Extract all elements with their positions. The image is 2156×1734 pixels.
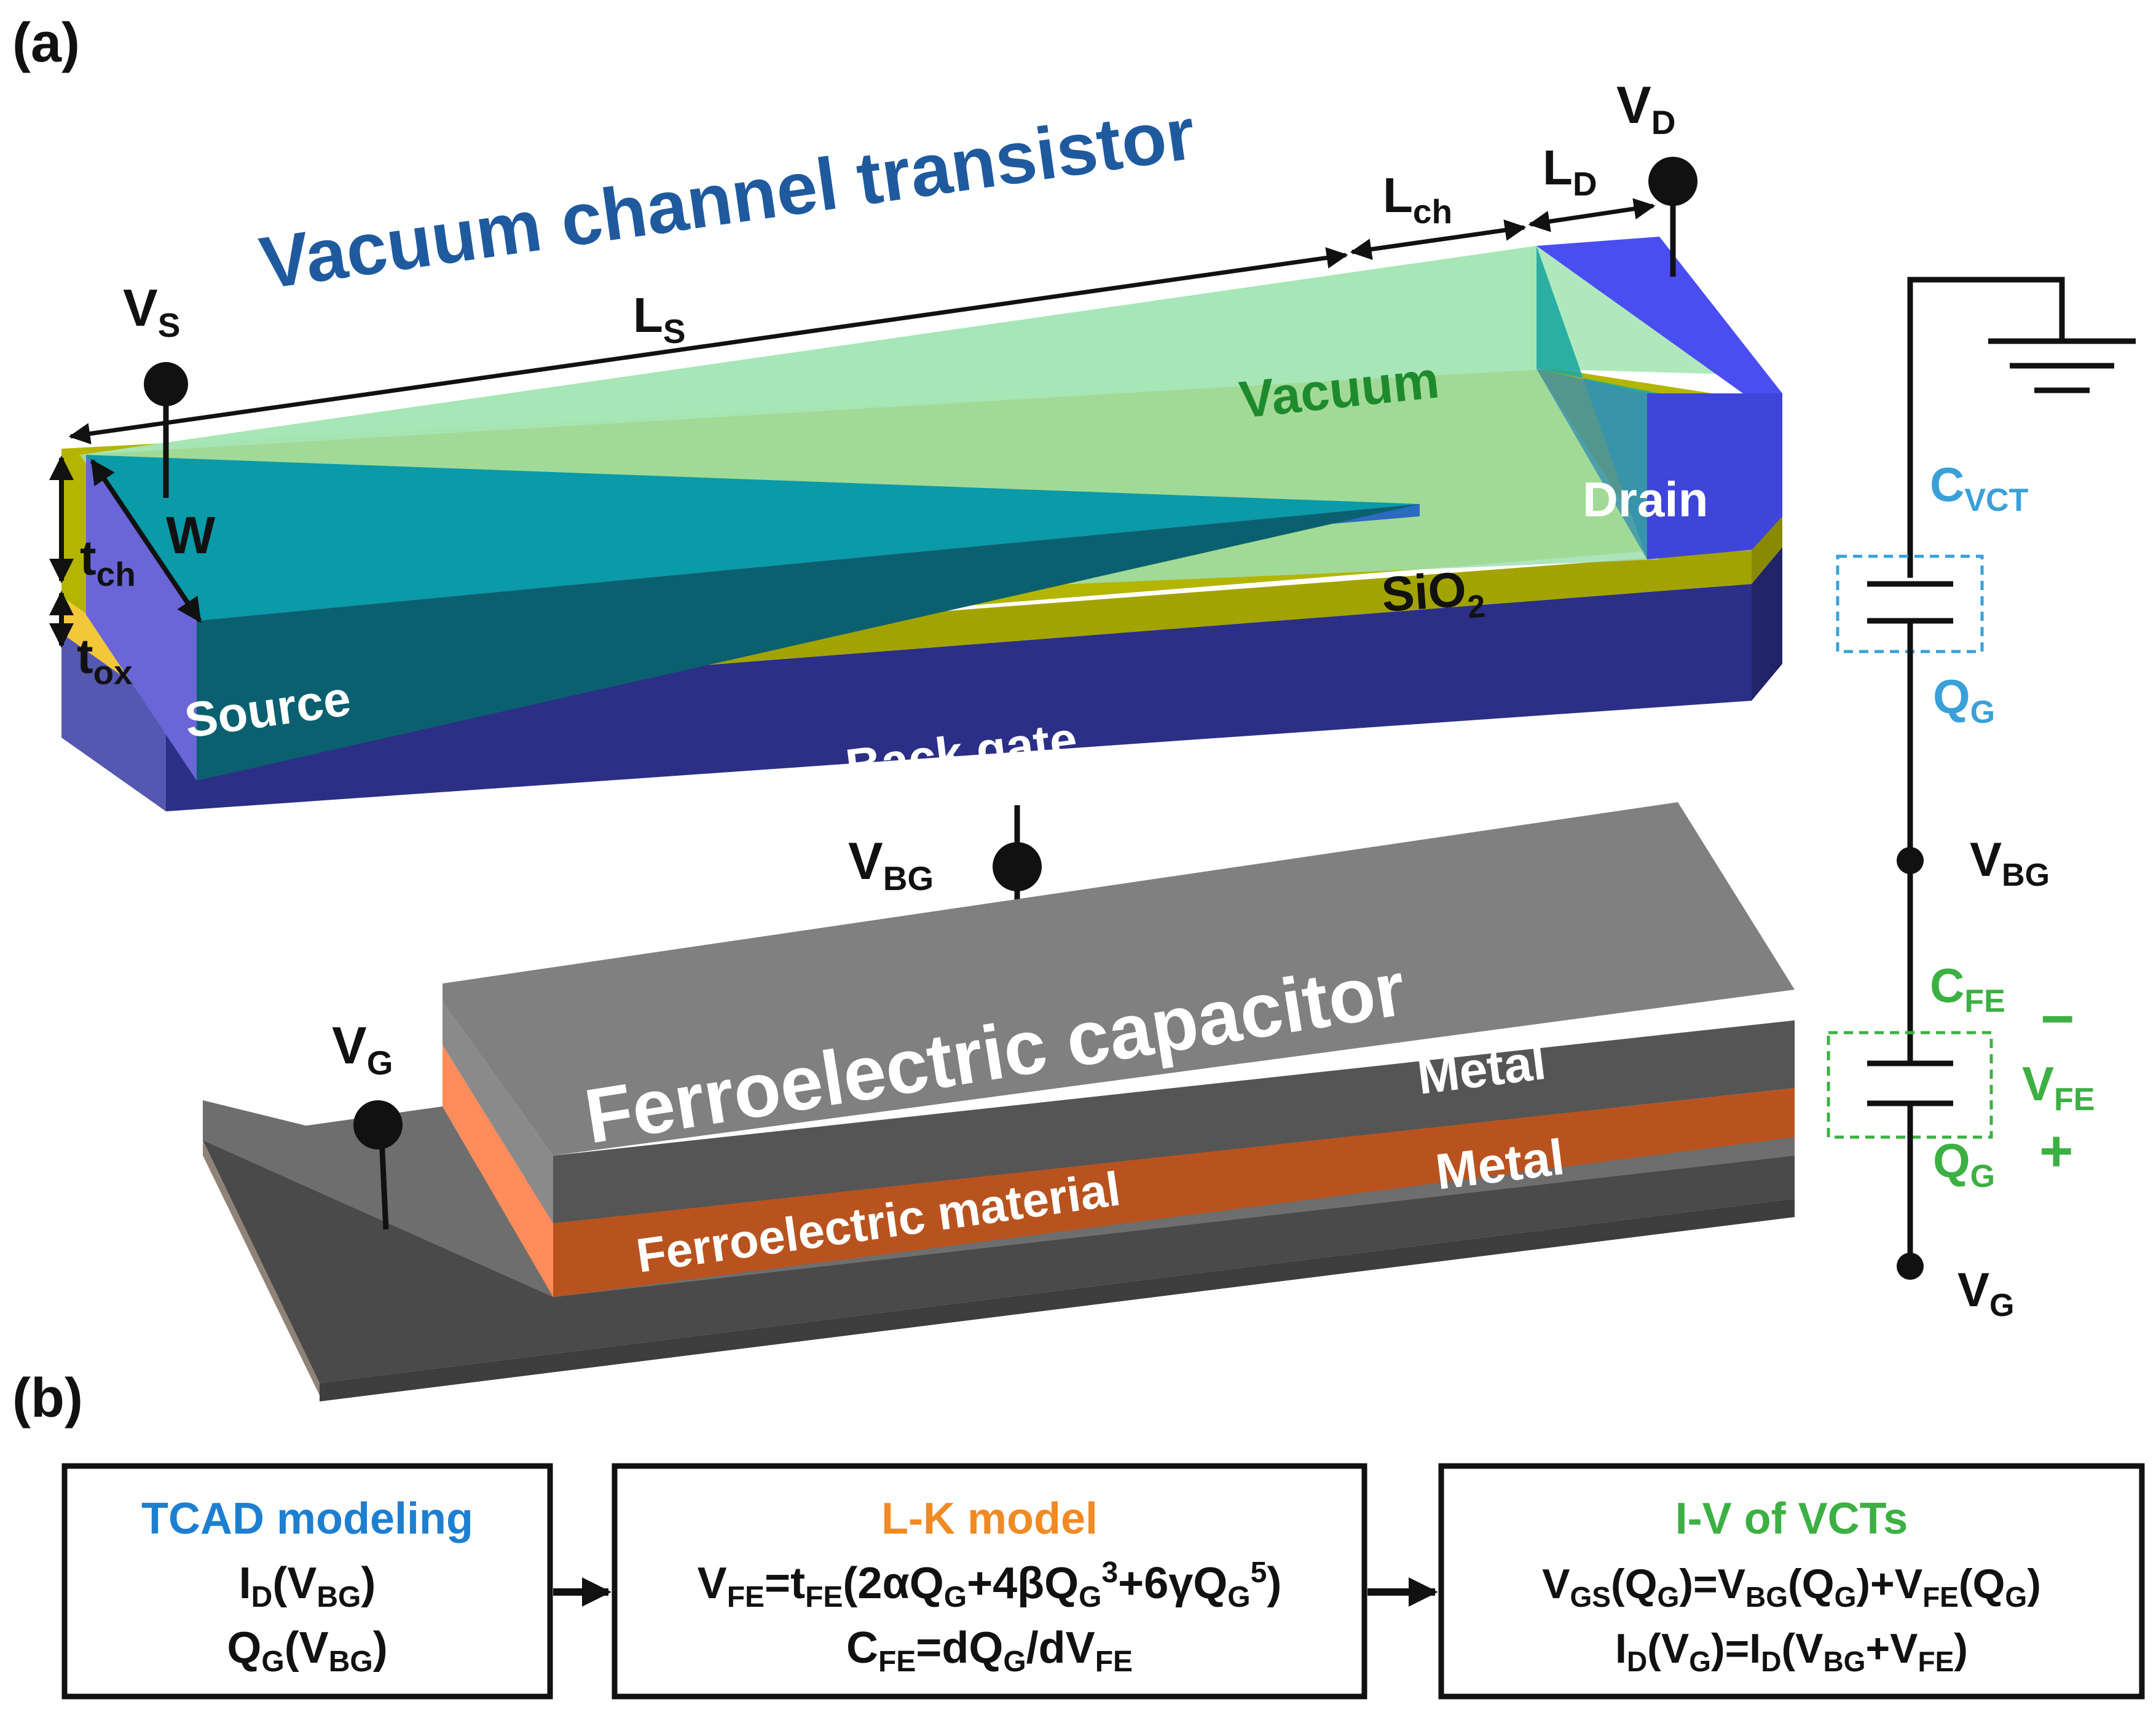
cvct-label: CVCT xyxy=(1930,457,2029,518)
vfe-minus: − xyxy=(2040,987,2074,1052)
box1-title: TCAD modeling xyxy=(141,1494,473,1543)
qg1-label: QG xyxy=(1933,669,1995,730)
lch-arrow xyxy=(1350,219,1527,260)
box2-title: L-K model xyxy=(881,1494,1098,1543)
top-metal-front xyxy=(553,1020,1795,1223)
cfe-label: CFE xyxy=(1930,958,2005,1019)
fe-capacitor xyxy=(203,802,1795,1401)
terminal-vs xyxy=(144,362,188,498)
dimension-arrows xyxy=(49,198,1656,648)
circuit-schematic xyxy=(1827,277,2136,1280)
ls-arrow xyxy=(68,247,1348,444)
box3-line2: ID(VG)=ID(VBG+VFE) xyxy=(1615,1625,1968,1677)
w-arrow xyxy=(90,459,202,623)
vbg-node xyxy=(1897,847,1924,874)
vbg-label: VBG xyxy=(848,832,934,897)
top-metal-top xyxy=(443,802,1795,1156)
terminal-vg xyxy=(353,1100,403,1230)
circuit-vg-label: VG xyxy=(1957,1263,2014,1323)
ferro-front xyxy=(553,1088,1795,1297)
vs-label: VS xyxy=(123,279,180,344)
vg-node xyxy=(1897,1253,1924,1280)
vfe-label: VFE xyxy=(2022,1057,2095,1117)
vct-title: Vacuum channel transistor xyxy=(255,92,1200,305)
panel-b-label: (b) xyxy=(12,1368,83,1429)
flow-box-1: TCAD modeling ID(VBG) QG(VBG) xyxy=(61,1463,553,1700)
drain-label: Drain xyxy=(1583,472,1709,527)
cfe-box xyxy=(1827,1031,1993,1139)
drain-top xyxy=(1536,237,1782,400)
tch-label: tch xyxy=(80,530,136,593)
source-wedge-top xyxy=(86,455,1420,621)
box2-line2: CFE=dQG/dVFE xyxy=(846,1623,1133,1678)
lch-label: Lch xyxy=(1383,168,1452,231)
ld-arrow xyxy=(1528,198,1656,232)
back-gate-end xyxy=(61,633,166,811)
vg-label: VG xyxy=(332,1017,393,1082)
sio2-label: SiO2 xyxy=(1380,561,1487,631)
terminal-vd xyxy=(1648,157,1698,277)
panel-a-label: (a) xyxy=(12,12,80,74)
flow-box-3: I-V of VCTs VGS(QG)=VBG(QG)+VFE(QG) ID(V… xyxy=(1438,1463,2145,1700)
qg2-label: QG xyxy=(1933,1133,1995,1194)
box3-line1: VGS(QG)=VBG(QG)+VFE(QG) xyxy=(1542,1561,2041,1613)
box2-line1: VFE=tFE(2αQG+4βQG3+6γQG5) xyxy=(698,1556,1282,1614)
ls-label: LS xyxy=(633,288,686,350)
back-gate-front xyxy=(166,584,1752,811)
ld-label: LD xyxy=(1543,140,1597,203)
circuit-vbg-label: VBG xyxy=(1970,832,2050,893)
vd-label: VD xyxy=(1616,76,1675,141)
flow-box-2: L-K model VFE=tFE(2αQG+4βQG3+6γQG5) CFE=… xyxy=(612,1463,1367,1700)
ferro-end xyxy=(443,1045,553,1297)
box1-line1: ID(VBG) xyxy=(239,1559,376,1614)
w-label: W xyxy=(166,506,216,565)
drain-front xyxy=(1647,393,1782,559)
box3-title: I-V of VCTs xyxy=(1675,1494,1908,1543)
source-wedge-front xyxy=(197,504,1420,781)
box1-line2: QG(VBG) xyxy=(227,1623,387,1678)
vfe-plus: + xyxy=(2039,1119,2073,1184)
tox-label: tox xyxy=(77,629,133,692)
